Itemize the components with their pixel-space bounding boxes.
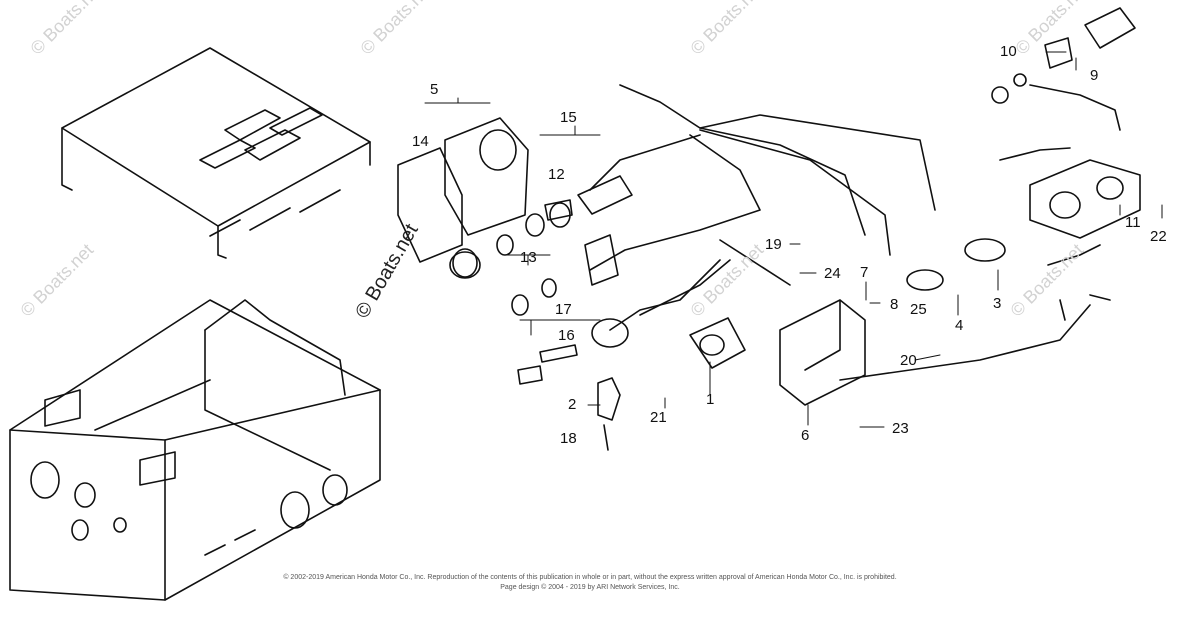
callout-14: 14 [412, 133, 429, 150]
callout-3: 3 [993, 295, 1002, 312]
fuse-holder [577, 175, 633, 215]
regulator-6 [779, 299, 866, 406]
callout-2: 2 [568, 396, 577, 413]
copyright-line-1: © 2002-2019 American Honda Motor Co., In… [283, 574, 897, 581]
copyright-line-2: Page design © 2004 - 2019 by ARI Network… [500, 584, 680, 591]
connector-3 [964, 238, 1006, 262]
bulb-small [517, 365, 543, 385]
callout-24: 24 [824, 265, 841, 282]
callout-10: 10 [1000, 43, 1017, 60]
module-and-gauge [397, 117, 529, 263]
callout-21: 21 [650, 409, 667, 426]
connector-4 [906, 269, 944, 291]
bulb-12 [544, 199, 573, 221]
bulb-16 [539, 344, 578, 363]
key-10 [1044, 37, 1073, 69]
connector-16 [591, 318, 629, 348]
lower-case [9, 299, 381, 601]
callout-20: 20 [900, 352, 917, 369]
callout-1: 1 [706, 391, 715, 408]
socket-13 [449, 251, 481, 279]
callout-15: 15 [560, 109, 577, 126]
callout-5: 5 [430, 81, 439, 98]
callout-12: 12 [548, 166, 565, 183]
callout-11: 11 [1125, 214, 1141, 231]
callout-23: 23 [892, 420, 909, 437]
callout-8: 8 [890, 296, 899, 313]
callout-18: 18 [560, 430, 577, 447]
callout-17: 17 [555, 301, 572, 318]
callout-22: 22 [1150, 228, 1167, 245]
switch-top [1084, 7, 1136, 49]
callout-19: 19 [765, 236, 782, 253]
switch-body [584, 234, 619, 286]
outlet-11 [1029, 159, 1141, 239]
callout-25: 25 [910, 301, 927, 318]
grommets [452, 202, 571, 316]
callout-16: 16 [558, 327, 575, 344]
callout-9: 9 [1090, 67, 1099, 84]
callout-13: 13 [520, 249, 537, 266]
callout-6: 6 [801, 427, 810, 444]
screw-18 [603, 424, 609, 451]
cover-panel [61, 47, 371, 259]
leader-lines [424, 51, 1163, 428]
relay-1 [689, 317, 746, 369]
cap-2 [597, 377, 621, 421]
callout-7: 7 [860, 264, 869, 281]
callout-4: 4 [955, 317, 964, 334]
wire-harness [589, 84, 1091, 381]
